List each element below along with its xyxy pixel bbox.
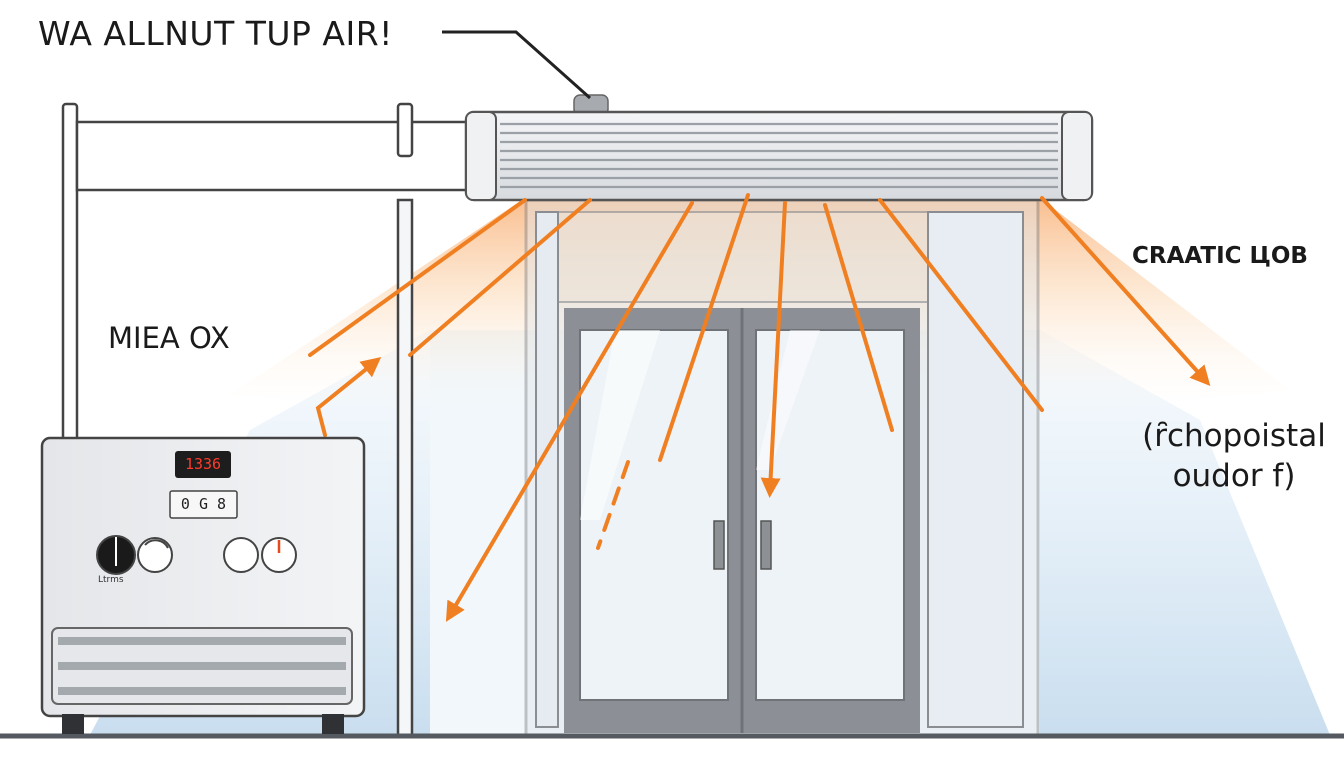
air-curtain-unit [464, 94, 1094, 202]
mode-knob[interactable] [137, 537, 173, 573]
airflow-arrow [760, 201, 787, 498]
door-handle-left [713, 520, 725, 570]
knob-caption: Ltrms [98, 575, 124, 585]
heater-button-panel[interactable] [169, 490, 238, 519]
airflow-arrow [658, 193, 750, 462]
heater-display-readout: 1336 [184, 455, 222, 473]
diagram-title: WA ALLNUT TUP AIR! [38, 14, 393, 53]
heater-button-labels[interactable]: 0 G 8 [180, 495, 227, 513]
right-top-annotation-label: CRAATIC ЦOB [1132, 243, 1308, 269]
airflow-arrow [408, 198, 592, 357]
space-heater [40, 436, 366, 734]
airflow-arrow [445, 201, 694, 622]
door-handle-right [760, 520, 772, 570]
left-annotation-label: MIEA OX [108, 321, 230, 355]
heater-foot [62, 714, 84, 734]
right-side-annotation-label: (ȓchopoistal oudor f) [1142, 418, 1326, 494]
heater-display [175, 451, 231, 478]
temperature-knob[interactable] [261, 537, 297, 573]
airflow-arrow [596, 460, 630, 550]
airflow-arrow [308, 198, 527, 357]
fan-knob[interactable] [223, 537, 259, 573]
airflow-arrows [308, 193, 1211, 622]
airflow-arrow [823, 203, 894, 432]
airflow-arrow [878, 198, 1044, 412]
airflow-arrow [1040, 196, 1211, 386]
airflow-arrow [315, 356, 382, 437]
heater-foot [322, 714, 344, 734]
title-leader-line [442, 30, 591, 100]
